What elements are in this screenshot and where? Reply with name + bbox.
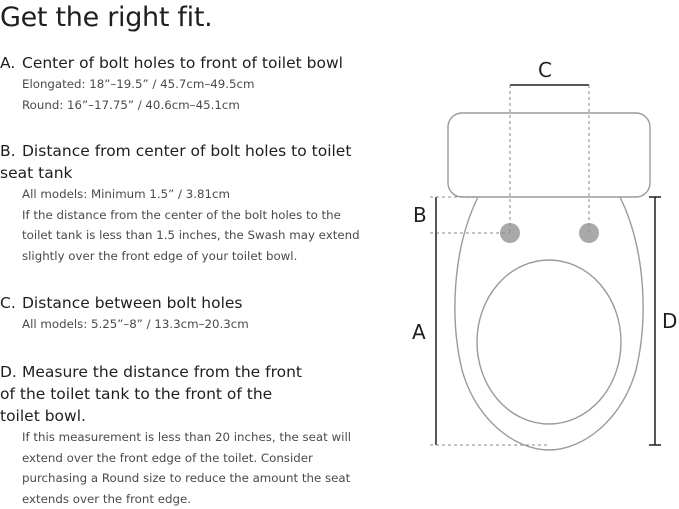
section-d: D. Measure the distance from the front of… bbox=[0, 361, 410, 509]
section-d-heading-line-3: toilet bowl. bbox=[0, 407, 86, 425]
toilet-seat-opening bbox=[476, 259, 622, 425]
section-a-detail-1: Elongated: 18”–19.5” / 45.7cm–49.5cm bbox=[22, 77, 255, 91]
section-d-detail-1: If this measurement is less than 20 inch… bbox=[22, 430, 351, 444]
section-b-detail-3: toilet tank is less than 1.5 inches, the… bbox=[22, 228, 360, 242]
section-b-heading: B. Distance from center of bolt holes to … bbox=[0, 140, 410, 162]
section-b-detail-4: slightly over the front edge of your toi… bbox=[22, 248, 298, 263]
section-c-letter: C. bbox=[0, 294, 16, 312]
section-c-heading-line-1: Distance between bolt holes bbox=[22, 294, 243, 312]
section-d-detail-3: purchasing a Round size to reduce the am… bbox=[22, 471, 351, 485]
dimension-d-label: D bbox=[662, 309, 677, 333]
dimension-b-label: B bbox=[413, 203, 427, 227]
section-b-detail-2: If the distance from the center of the b… bbox=[22, 207, 341, 222]
toilet-bowl-outline bbox=[454, 196, 644, 451]
section-d-heading: D. Measure the distance from the front bbox=[0, 361, 410, 383]
right-bolt-hole bbox=[579, 223, 599, 243]
section-b: B. Distance from center of bolt holes to … bbox=[0, 140, 410, 266]
toilet-tank-outline bbox=[447, 112, 651, 198]
section-c: C. Distance between bolt holes All models… bbox=[0, 292, 410, 335]
section-a: A. Center of bolt holes to front of toile… bbox=[0, 52, 410, 115]
toilet-measurement-diagram: C B A D bbox=[412, 58, 677, 451]
section-d-letter: D. bbox=[0, 363, 17, 381]
section-b-heading-line-2: seat tank bbox=[0, 164, 73, 182]
dimension-c-label: C bbox=[538, 58, 552, 82]
section-a-heading: A. Center of bolt holes to front of toile… bbox=[0, 52, 410, 74]
page-title: Get the right fit. bbox=[0, 2, 213, 33]
section-d-detail-4: extends over the front edge. bbox=[22, 491, 191, 506]
dimension-a-label: A bbox=[412, 320, 426, 344]
section-a-detail-2: Round: 16”–17.75” / 40.6cm–45.1cm bbox=[22, 97, 240, 112]
section-a-heading-line-1: Center of bolt holes to front of toilet … bbox=[22, 54, 343, 72]
section-c-heading: C. Distance between bolt holes bbox=[0, 292, 410, 314]
section-b-detail-1: All models: Minimum 1.5” / 3.81cm bbox=[22, 187, 230, 201]
section-d-detail-2: extend over the front edge of the toilet… bbox=[22, 450, 313, 465]
section-b-letter: B. bbox=[0, 142, 16, 160]
section-d-heading-line-1: Measure the distance from the front bbox=[22, 363, 303, 381]
section-b-heading-line-1: Distance from center of bolt holes to to… bbox=[22, 142, 352, 160]
section-c-detail-1: All models: 5.25”–8” / 13.3cm–20.3cm bbox=[22, 317, 249, 331]
section-d-heading-line-2: of the toilet tank to the front of the bbox=[0, 385, 273, 403]
section-a-letter: A. bbox=[0, 54, 16, 72]
